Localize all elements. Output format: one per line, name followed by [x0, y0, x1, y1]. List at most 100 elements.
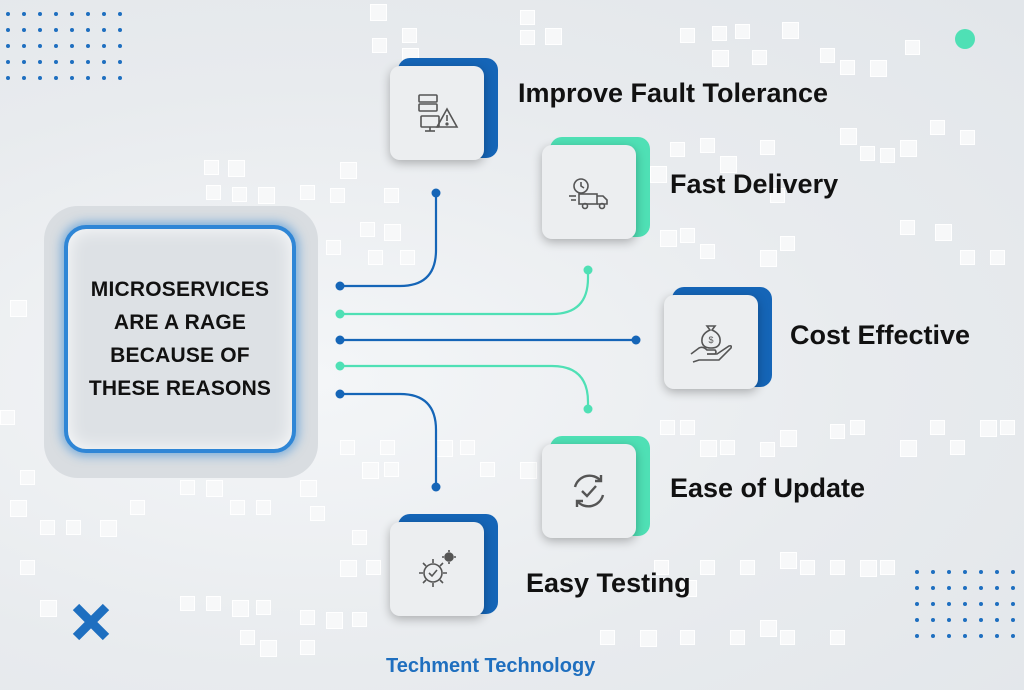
grid-dot: [86, 12, 90, 16]
background-square: [720, 156, 737, 173]
grid-dot: [947, 586, 951, 590]
connector-start-dot: [335, 361, 345, 371]
background-square: [680, 580, 697, 597]
reason-label-fast-delivery: Fast Delivery: [670, 169, 839, 199]
grid-dot: [979, 586, 983, 590]
background-square: [340, 440, 355, 455]
background-square: [780, 236, 795, 251]
grid-dot: [963, 602, 967, 606]
grid-dot: [118, 76, 122, 80]
grid-dot: [118, 12, 122, 16]
background-square: [368, 250, 383, 265]
background-square: [1000, 420, 1015, 435]
connector-end-dot: [631, 335, 641, 345]
server-warning-icon: [418, 94, 459, 132]
grid-dot: [1011, 618, 1015, 622]
background-square: [780, 430, 797, 447]
grid-dot: [102, 44, 106, 48]
reason-label-cost-effective: Cost Effective: [790, 320, 971, 350]
background-square: [352, 612, 367, 627]
background-square: [830, 424, 845, 439]
background-square: [960, 250, 975, 265]
background-square: [840, 128, 857, 145]
background-square: [700, 560, 715, 575]
grid-dot: [38, 60, 42, 64]
connector-ease-update: [340, 364, 590, 409]
background-square: [720, 440, 735, 455]
reason-card-ease-of-update: [542, 436, 650, 544]
connector-end-dot: [431, 482, 441, 492]
grid-dot: [995, 618, 999, 622]
connector-fast-delivery: [340, 270, 590, 316]
grid-dot: [931, 602, 935, 606]
grid-dot: [102, 28, 106, 32]
background-square: [370, 4, 387, 21]
background-square: [326, 612, 343, 629]
grid-dot: [70, 60, 74, 64]
background-square: [735, 24, 750, 39]
background-square: [520, 462, 537, 479]
grid-dot: [22, 76, 26, 80]
background-square: [256, 500, 271, 515]
background-square: [310, 506, 325, 521]
grid-dot: [6, 28, 10, 32]
background-square: [680, 420, 695, 435]
card-face: $: [664, 295, 758, 389]
reason-card-fast-delivery: [542, 137, 650, 245]
grid-dot: [963, 634, 967, 638]
grid-dot: [931, 570, 935, 574]
grid-dot: [102, 12, 106, 16]
background-square: [760, 620, 777, 637]
grid-dot: [979, 618, 983, 622]
background-square: [400, 250, 415, 265]
background-square: [700, 440, 717, 457]
grid-dot: [915, 570, 919, 574]
background-square: [980, 420, 997, 437]
background-square: [935, 224, 952, 241]
card-face: [390, 522, 484, 616]
grid-dot: [70, 12, 74, 16]
grid-dot: [1011, 602, 1015, 606]
background-square: [830, 630, 845, 645]
grid-dot: [931, 634, 935, 638]
background-square: [206, 596, 221, 611]
x-mark-icon: [72, 603, 110, 641]
grid-dot: [118, 44, 122, 48]
dot-grid-bottom-right: [915, 570, 1024, 638]
background-square: [300, 640, 315, 655]
background-square: [180, 480, 195, 495]
background-square: [782, 22, 799, 39]
background-square: [760, 140, 775, 155]
grid-dot: [118, 60, 122, 64]
background-square: [740, 560, 755, 575]
background-square: [760, 250, 777, 267]
center-box: MICROSERVICES ARE A RAGE BECAUSE OF THES…: [64, 225, 296, 453]
grid-dot: [6, 44, 10, 48]
grid-dot: [54, 12, 58, 16]
background-square: [900, 220, 915, 235]
grid-dot: [6, 60, 10, 64]
background-square: [460, 440, 475, 455]
grid-dot: [947, 602, 951, 606]
background-square: [402, 28, 417, 43]
grid-dot: [995, 602, 999, 606]
grid-dot: [915, 586, 919, 590]
footer-brand: Techment Technology: [386, 655, 596, 677]
background-square: [520, 30, 535, 45]
grid-dot: [947, 618, 951, 622]
background-square: [870, 60, 887, 77]
center-title: MICROSERVICES ARE A RAGE BECAUSE OF THES…: [88, 278, 272, 400]
background-square: [930, 420, 945, 435]
background-square: [900, 140, 917, 157]
grid-dot: [54, 76, 58, 80]
background-square: [712, 26, 727, 41]
delivery-truck-icon: [569, 178, 608, 210]
background-square: [520, 10, 535, 25]
background-square: [860, 146, 875, 161]
grid-dot: [54, 28, 58, 32]
money-hand-icon: $: [690, 325, 733, 363]
background-square: [326, 240, 341, 255]
dot-grid-top-left: [6, 12, 134, 80]
background-square: [860, 560, 877, 577]
